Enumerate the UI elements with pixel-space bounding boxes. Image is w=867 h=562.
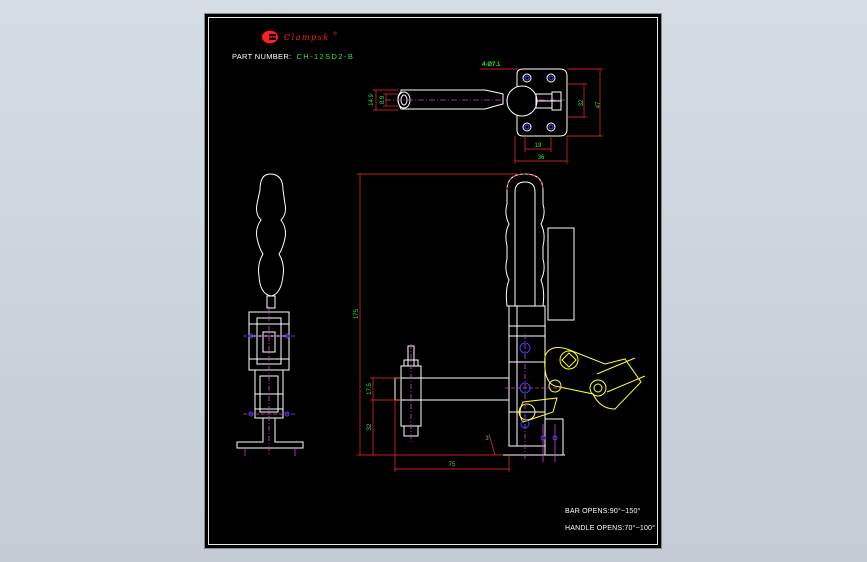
side-view-centerlines <box>243 306 296 456</box>
front-view: 175 17.5 32 75 3 <box>354 173 646 472</box>
handle-outline-hidden <box>506 173 544 191</box>
dim-base-thickness: 3 <box>485 436 489 442</box>
sheet-border <box>208 17 658 545</box>
brand-logo: Clampsk ® <box>261 29 338 45</box>
front-view-body <box>394 227 575 456</box>
dim-spindle-height: 17.5 <box>367 383 373 395</box>
top-view-body <box>506 68 568 137</box>
front-view-centerlines <box>505 334 565 462</box>
dim-bar-d2: 8.9 <box>380 95 386 104</box>
hole-callout: 4-Ø7.1 <box>482 62 501 68</box>
brand-registered-mark: ® <box>332 31 338 37</box>
top-view: 4-Ø7.1 47 32 19 36 14.9 8.9 <box>369 62 603 164</box>
drawing-sheet: Clampsk ® PART NUMBER: CH-12SD2-B <box>204 13 662 549</box>
dim-base-height: 32 <box>367 423 373 430</box>
dim-top-width-inner: 19 <box>535 143 542 149</box>
front-view-dimensions <box>357 173 517 472</box>
front-view-holes <box>519 342 558 441</box>
side-view-holes <box>248 333 290 417</box>
front-view-linkage <box>518 347 646 423</box>
part-number-value: CH-12SD2-B <box>296 52 355 61</box>
front-view-handle <box>505 173 545 307</box>
technical-drawing: 4-Ø7.1 47 32 19 36 14.9 8.9 <box>236 62 646 472</box>
part-number-label: PART NUMBER: <box>232 52 292 61</box>
side-view <box>236 173 304 456</box>
dim-reach: 75 <box>449 462 456 468</box>
dim-total-height: 175 <box>354 308 360 319</box>
part-number: PART NUMBER: CH-12SD2-B <box>232 52 354 61</box>
side-view-body <box>236 311 304 449</box>
brand-name: Clampsk <box>284 32 330 42</box>
dim-top-width-outer: 36 <box>538 155 545 161</box>
side-view-grip <box>256 173 286 309</box>
clampsk-logo-icon <box>262 30 278 44</box>
note-handle-opens: HANDLE OPENS:70°~100° <box>565 525 656 532</box>
dim-bar-d1: 14.9 <box>369 94 375 106</box>
top-view-handle <box>397 89 504 110</box>
dim-top-height-inner: 32 <box>579 99 585 106</box>
top-view-holes <box>524 75 554 130</box>
dim-top-height-outer: 47 <box>596 101 602 108</box>
note-bar-opens: BAR OPENS:90°~150° <box>565 508 641 515</box>
top-view-dimensions <box>373 68 603 164</box>
